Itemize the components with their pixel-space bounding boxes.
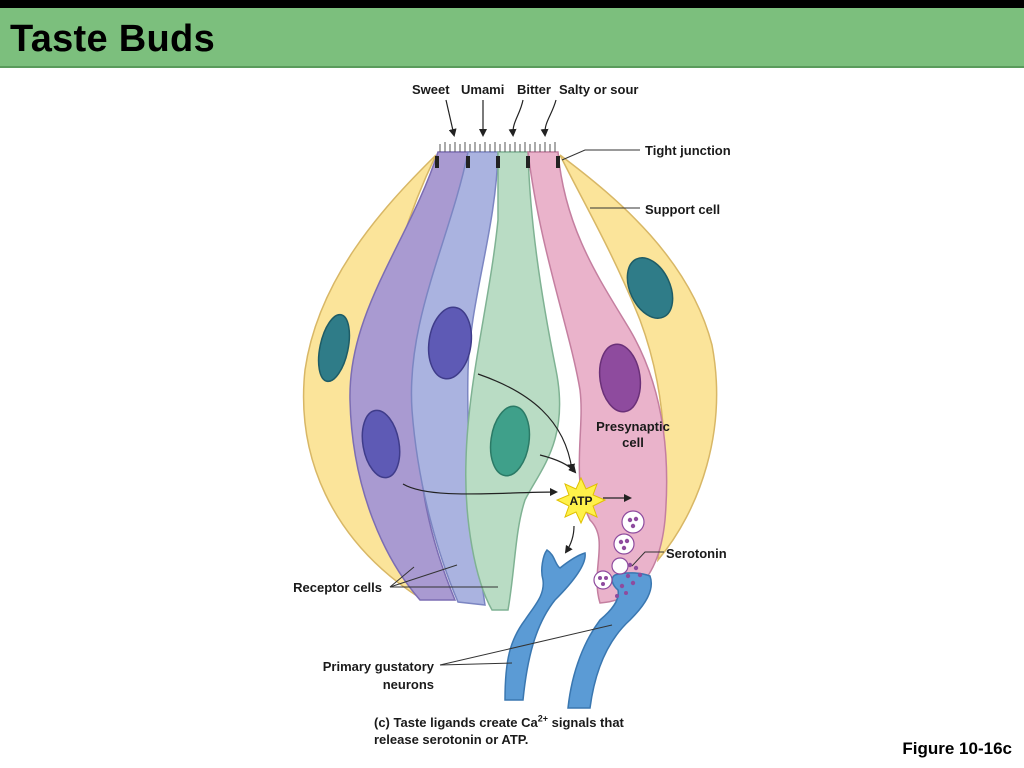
title-bar: Taste Buds [0, 8, 1024, 68]
caption-text-a: Taste ligands create Ca [389, 715, 538, 730]
label-bitter: Bitter [517, 82, 551, 97]
serotonin-vesicles [593, 510, 645, 598]
label-gustatory: Primary gustatory [323, 659, 435, 674]
label-presynaptic-cell: cell [622, 435, 644, 450]
caption-line2: release serotonin or ATP. [374, 732, 529, 747]
label-sweet: Sweet [412, 82, 450, 97]
bitter-cell-nucleus [489, 405, 531, 477]
label-salty-sour: Salty or sour [559, 82, 638, 97]
figure-id: Figure 10-16c [902, 739, 1012, 758]
label-atp: ATP [569, 494, 592, 508]
tight-junctions [435, 156, 560, 168]
label-serotonin: Serotonin [666, 546, 727, 561]
support-cell-right [559, 154, 718, 563]
bitter-receptor-cell [465, 151, 561, 611]
caption-superscript: 2+ [537, 713, 549, 724]
caption-text-b: signals that [548, 715, 624, 730]
gustatory-neuron-left [504, 549, 586, 701]
caption-part: (c) [374, 715, 390, 730]
figure-caption: (c) Taste ligands create Ca2+ signals th… [374, 714, 694, 748]
label-umami: Umami [461, 82, 504, 97]
presynaptic-cell [527, 151, 668, 604]
label-support-cell: Support cell [645, 202, 720, 217]
label-tight-junction: Tight junction [645, 143, 731, 158]
label-receptor-cells: Receptor cells [293, 580, 382, 595]
umami-cell-nucleus [427, 306, 473, 380]
leader-lines [389, 149, 664, 666]
gustatory-neuron-right [567, 572, 652, 709]
atp-arrows [402, 373, 632, 554]
sweet-cell-nucleus [361, 409, 401, 479]
label-gustatory-neurons: neurons [383, 677, 434, 692]
atp-burst [555, 476, 607, 525]
slide-title: Taste Buds [10, 18, 216, 60]
support-cell-right-nucleus [626, 257, 674, 319]
label-presynaptic: Presynaptic [596, 419, 670, 434]
top-bar [0, 0, 1024, 8]
microvilli [439, 142, 556, 152]
tastant-arrows [445, 99, 557, 137]
presynaptic-cell-nucleus [598, 343, 642, 413]
support-cell-left-nucleus [317, 313, 351, 383]
